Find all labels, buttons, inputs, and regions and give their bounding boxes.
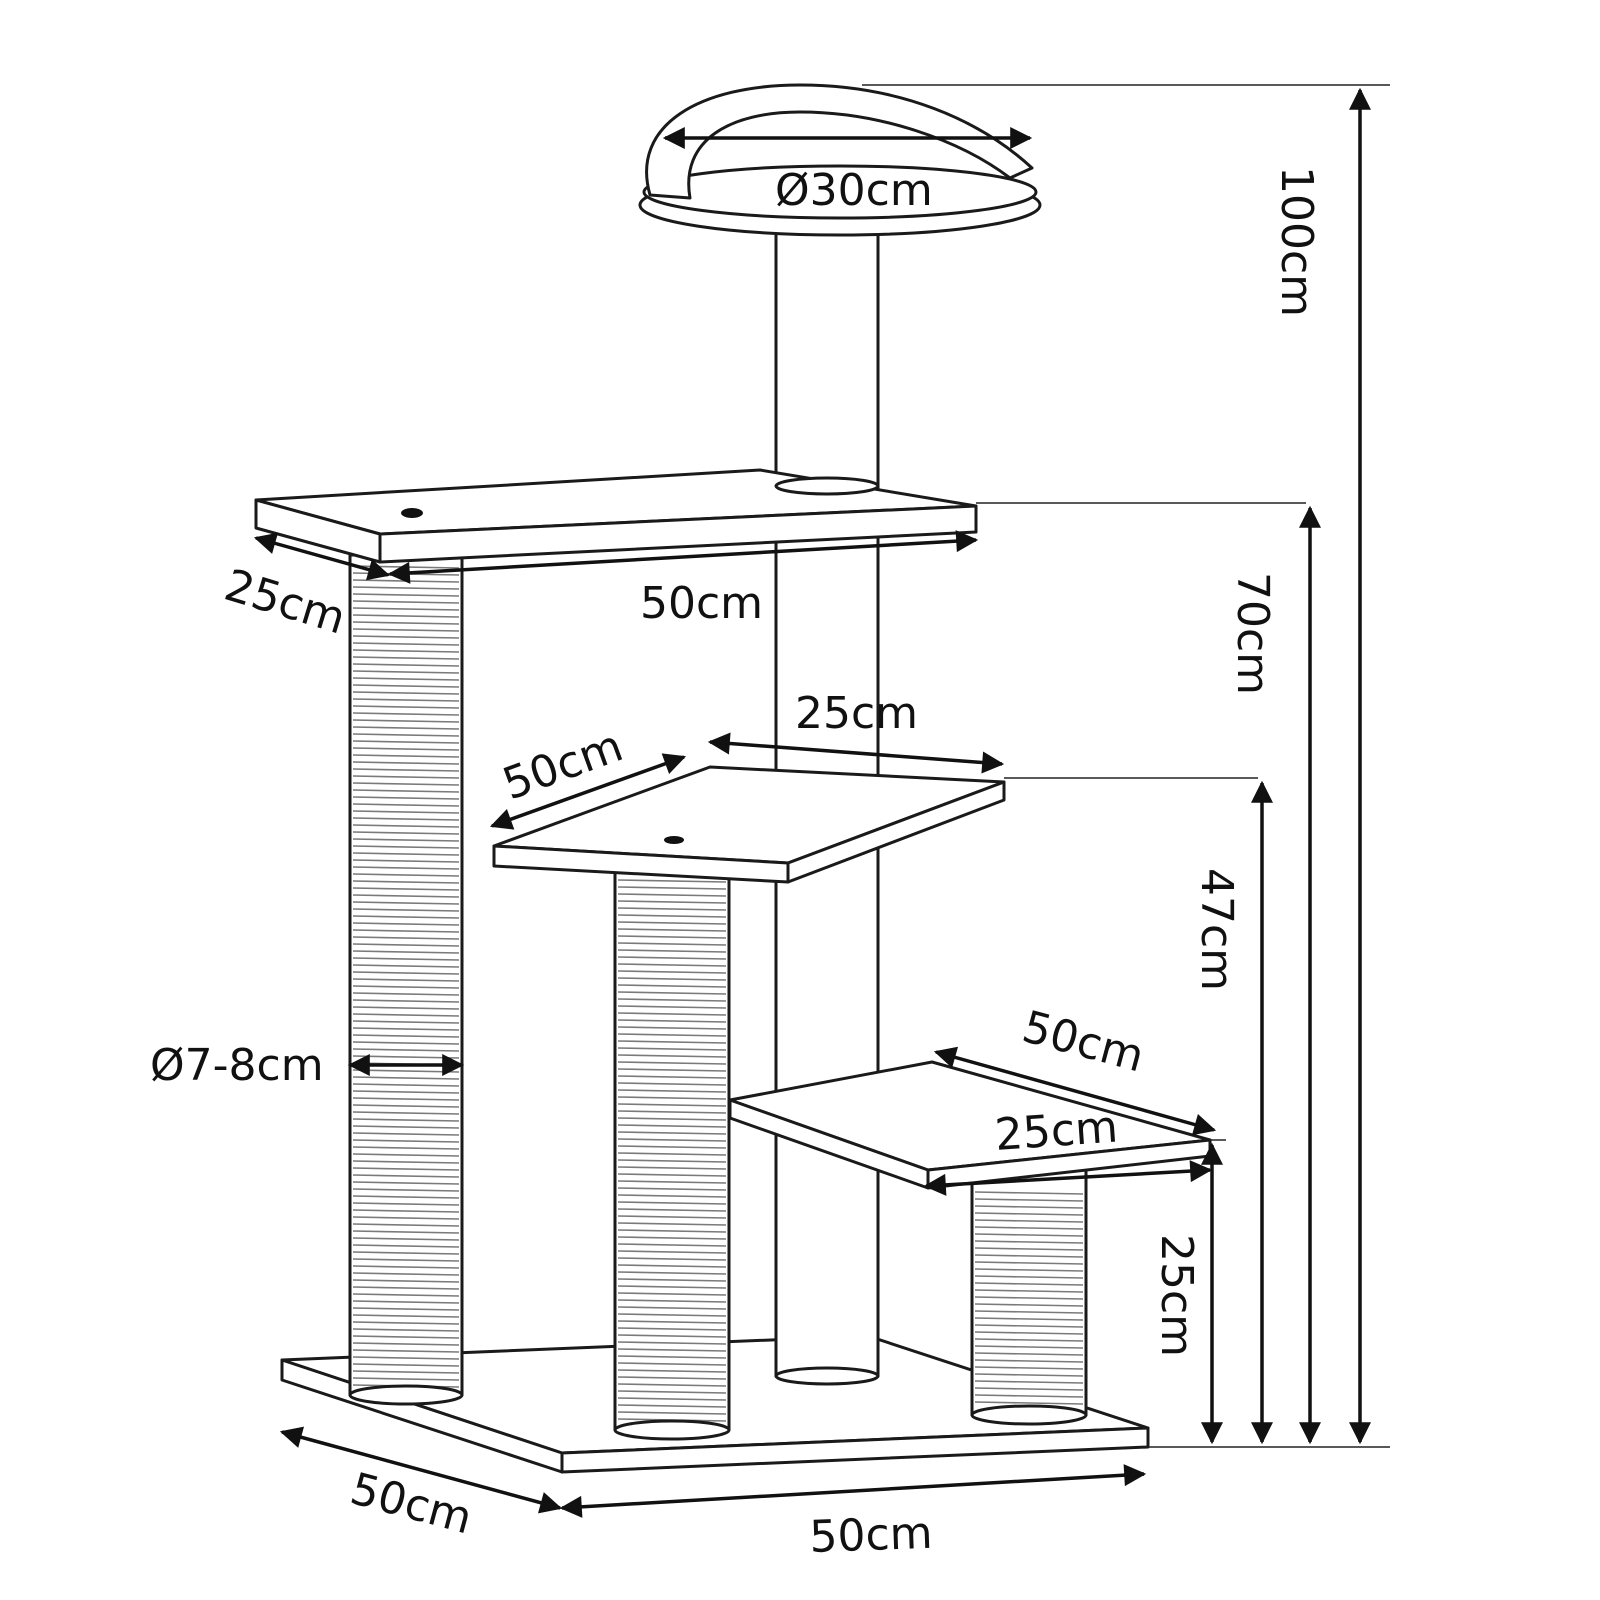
middle-platform-hole [664,836,684,844]
middle-platform [492,765,1006,884]
dimension-arrows [253,87,1371,1518]
lower-platform-depth-arrow [923,1160,1213,1196]
rope-post-right [970,1168,1088,1426]
label-total-height: 100cm [1271,166,1322,317]
rope-post-left [348,553,464,1406]
label-base-width: 50cm [809,1508,934,1563]
label-bed-diameter: Ø30cm [775,165,933,216]
label-lower-platform-depth: 25cm [993,1102,1119,1161]
base-depth-arrow [279,1426,563,1514]
label-post-diameter: Ø7-8cm [150,1040,324,1091]
middle-platform-depth-arrow [707,732,1005,774]
top-platform-hole [401,508,423,518]
extension-lines [862,84,1390,1448]
label-lower-platform-width: 50cm [1017,1001,1149,1082]
label-top-platform-height: 70cm [1227,572,1278,695]
lower-platform-width-arrow [933,1046,1217,1136]
label-middle-platform-height: 47cm [1191,868,1242,991]
label-top-platform-depth: 25cm [219,560,352,645]
base-width-arrow [559,1464,1147,1518]
label-middle-platform-width: 50cm [496,720,629,810]
top-platform-width-arrow [387,530,979,584]
top-platform-depth-arrow [253,532,391,581]
rope-post-middle [613,868,731,1441]
label-middle-platform-depth: 25cm [795,688,918,739]
label-lower-platform-height: 25cm [1151,1234,1202,1357]
middle-platform-width-arrow [489,753,687,830]
label-top-platform-width: 50cm [640,578,763,629]
top-bed [638,83,1042,237]
label-base-depth: 50cm [345,1463,477,1544]
